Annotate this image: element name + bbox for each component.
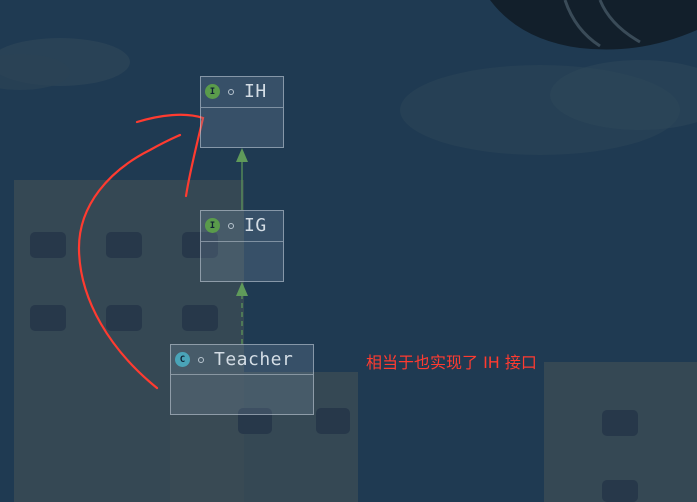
- uml-header-teacher: C Teacher: [171, 345, 313, 376]
- visibility-icon: [198, 356, 204, 363]
- uml-class-teacher[interactable]: C Teacher: [170, 344, 314, 415]
- interface-icon: I: [205, 218, 220, 234]
- class-icon: C: [175, 352, 190, 368]
- uml-header-ih: I IH: [201, 77, 283, 108]
- uml-interface-ih[interactable]: I IH: [200, 76, 284, 148]
- uml-interface-ig[interactable]: I IG: [200, 210, 284, 282]
- uml-name-ig: IG: [244, 215, 267, 237]
- visibility-icon: [228, 222, 234, 229]
- uml-name-teacher: Teacher: [214, 349, 294, 371]
- annotation-text: 相当于也实现了 IH 接口: [366, 353, 537, 372]
- uml-header-ig: I IG: [201, 211, 283, 242]
- uml-name-ih: IH: [244, 81, 267, 103]
- visibility-icon: [228, 88, 234, 95]
- interface-icon: I: [205, 84, 220, 100]
